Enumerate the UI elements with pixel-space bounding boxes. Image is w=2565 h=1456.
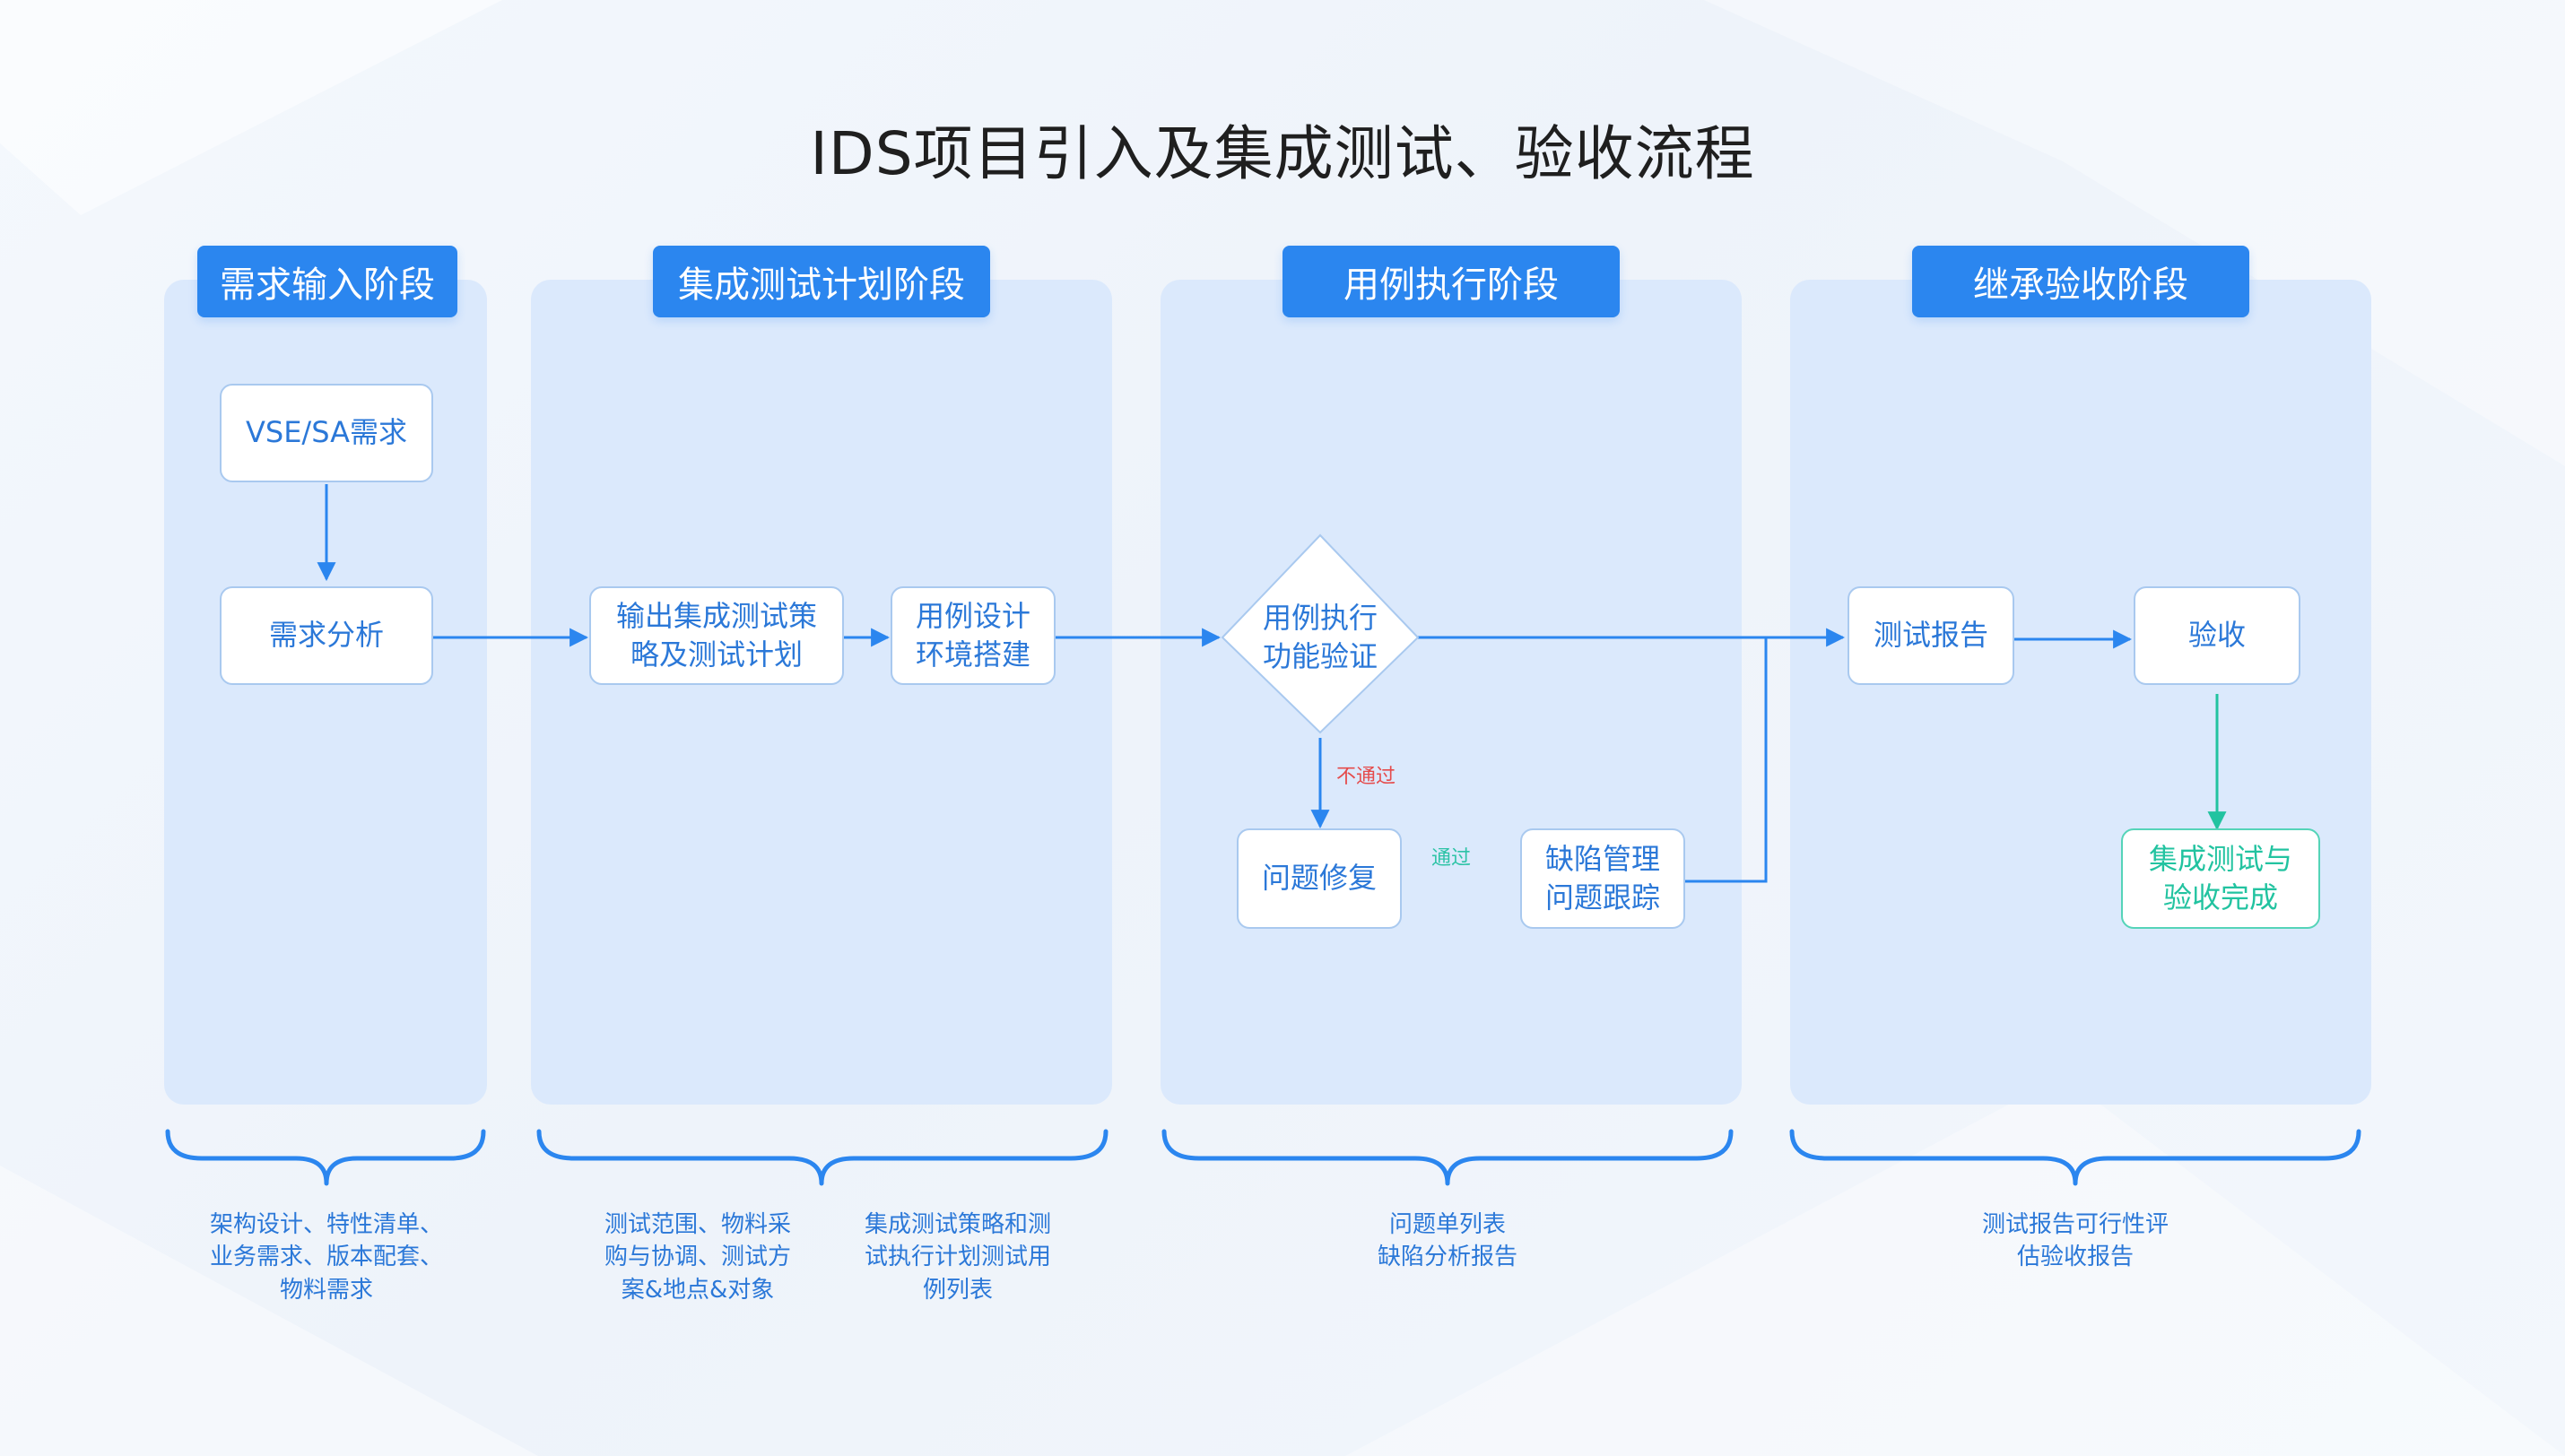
phase-header-case-execution: 用例执行阶段 [1282, 246, 1620, 317]
phase-panel-test-plan [531, 280, 1112, 1105]
decision-diamond [1221, 533, 1420, 734]
output-phase-4: 测试报告可行性评 估验收报告 [1981, 1211, 2169, 1271]
node-vse-sa-requirement: VSE/SA需求 [220, 384, 433, 482]
label-fail: 不通过 [1336, 766, 1396, 788]
node-case-design: 用例设计 环境搭建 [891, 586, 1056, 685]
phase-panel-case-execution [1161, 280, 1742, 1105]
node-integration-complete: 集成测试与 验收完成 [2121, 828, 2320, 929]
output-phase-2-left: 测试范围、物料采 购与协调、测试方 案&地点&对象 [604, 1211, 791, 1304]
output-phase-1: 架构设计、特性清单、 业务需求、版本配套、 物料需求 [209, 1211, 443, 1304]
phase-header-test-plan: 集成测试计划阶段 [653, 246, 990, 317]
phase-header-requirement: 需求输入阶段 [197, 246, 457, 317]
phase-panel-acceptance [1790, 280, 2371, 1105]
node-test-report: 测试报告 [1848, 586, 2014, 685]
brace-phase-4 [1789, 1129, 2361, 1186]
decision-label: 用例执行 功能验证 [1262, 600, 1378, 673]
output-phase-2-right: 集成测试策略和测 试执行计划测试用 例列表 [864, 1211, 1051, 1304]
brace-phase-3 [1161, 1129, 1734, 1186]
node-requirement-analysis: 需求分析 [220, 586, 433, 685]
node-output-test-strategy: 输出集成测试策 略及测试计划 [589, 586, 844, 685]
output-phase-3: 问题单列表 缺陷分析报告 [1377, 1211, 1517, 1271]
brace-phase-2 [536, 1129, 1109, 1186]
phase-header-acceptance: 继承验收阶段 [1912, 246, 2249, 317]
brace-phase-1 [165, 1129, 486, 1186]
line-defect-to-report [1685, 637, 1768, 883]
node-defect-management: 缺陷管理 问题跟踪 [1520, 828, 1685, 929]
page-title: IDS项目引入及集成测试、验收流程 [810, 119, 1755, 188]
node-acceptance: 验收 [2134, 586, 2300, 685]
label-pass: 通过 [1431, 847, 1472, 870]
node-issue-fix: 问题修复 [1237, 828, 1402, 929]
